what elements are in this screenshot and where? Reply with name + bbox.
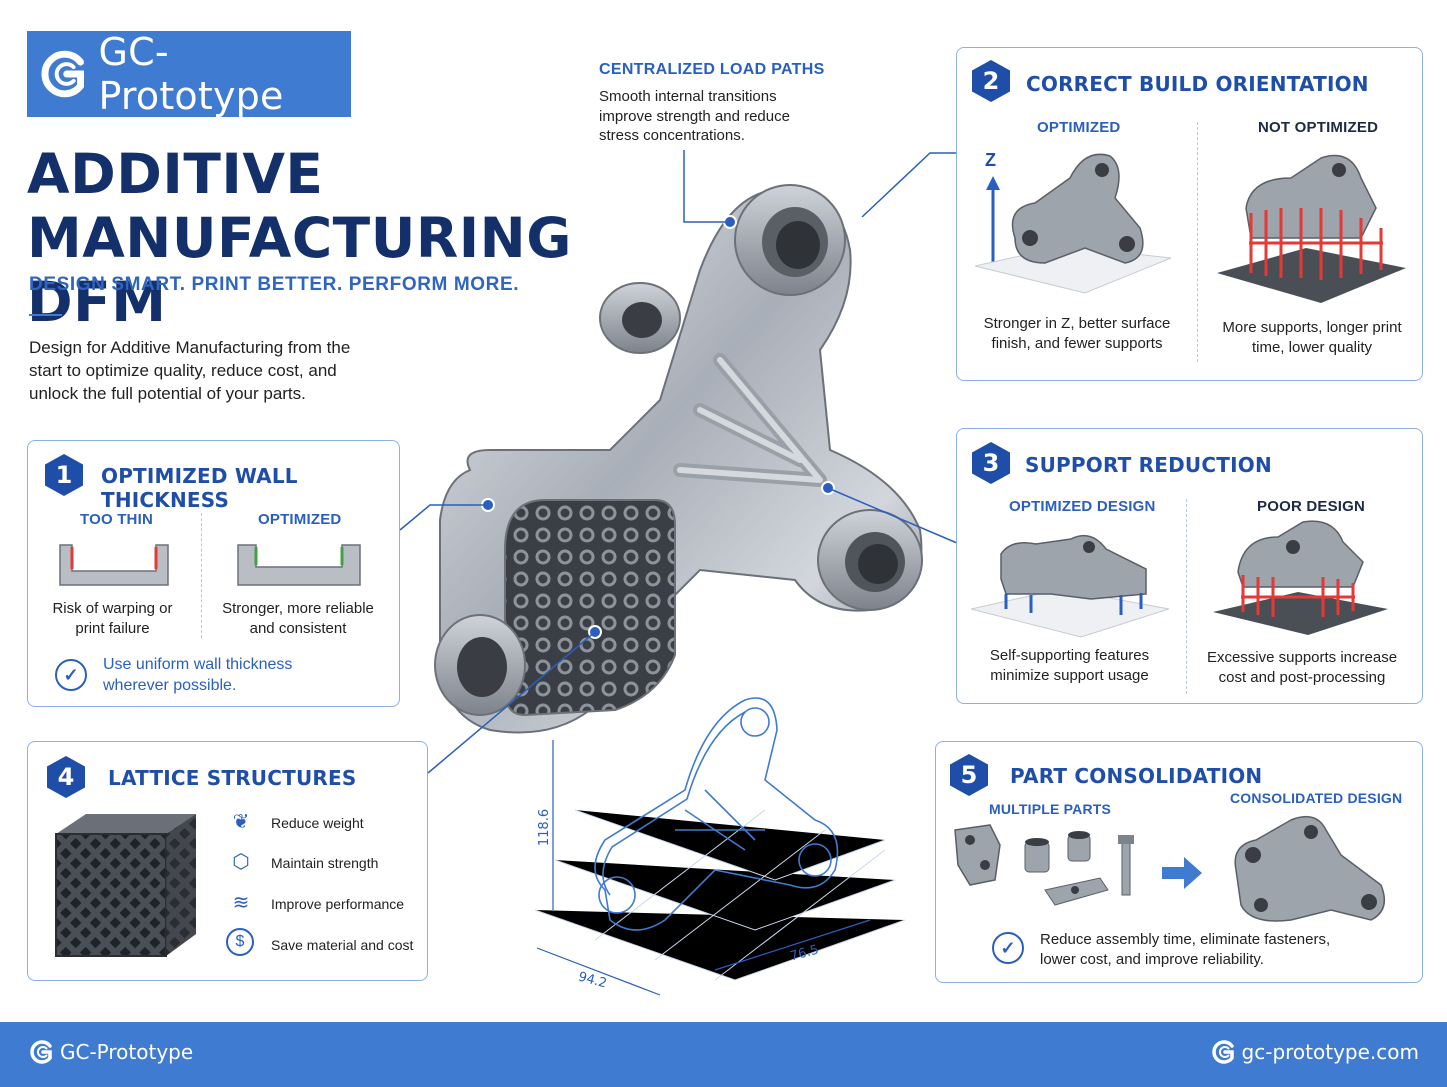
- footer-website[interactable]: gc-prototype.com: [1211, 1039, 1419, 1065]
- too-thin-caption: Risk of warping or print failure: [52, 600, 173, 637]
- callout-title: CENTRALIZED LOAD PATHS: [599, 61, 825, 78]
- feature-label: Improve performance: [271, 896, 405, 912]
- blueprint-wireframe: [534, 697, 906, 996]
- orientation-optimized-image: [975, 153, 1172, 294]
- optimized-design-caption: Self-supporting features minimize suppor…: [989, 647, 1150, 684]
- card-title: OPTIMIZED WALL THICKNESS: [101, 464, 298, 512]
- card-support-reduction: 3 SUPPORT REDUCTION OPTIMIZED DESIGN POO…: [956, 428, 1423, 704]
- tagline: DESIGN SMART. PRINT BETTER. PERFORM MORE…: [29, 274, 520, 295]
- check-icon: ✓: [55, 659, 87, 691]
- footer-brand-text: GC-Prototype: [60, 1040, 194, 1064]
- not-optimized-label: NOT OPTIMIZED: [1258, 119, 1379, 136]
- multiple-parts-image: [954, 824, 1134, 906]
- optimized-label: OPTIMIZED: [258, 511, 342, 528]
- card-build-orientation: 2 CORRECT BUILD ORIENTATION OPTIMIZED NO…: [956, 47, 1423, 381]
- card-wall-thickness: 1 OPTIMIZED WALL THICKNESS TOO THIN OPTI…: [27, 440, 400, 707]
- dimension-height: 118.6: [537, 808, 553, 847]
- arrow-right-icon: [1162, 857, 1202, 889]
- optimized-label: OPTIMIZED: [1037, 119, 1121, 136]
- title-line-2: MANUFACTURING DFM: [27, 206, 572, 334]
- callout-text: Smooth internal transitions improve stre…: [599, 88, 790, 144]
- thin-wall-icon: [59, 544, 169, 586]
- cube-icon: ⬡: [232, 850, 250, 873]
- step-number-badge: 4: [47, 756, 85, 798]
- poor-design-image: [1213, 520, 1388, 635]
- feature-label: Reduce weight: [271, 815, 364, 831]
- title-divider: [29, 314, 62, 316]
- card-title: LATTICE STRUCTURES: [108, 766, 357, 790]
- card2-divider: [1197, 122, 1198, 362]
- z-axis-arrow-icon: [986, 176, 1000, 266]
- title-line-1: ADDITIVE: [27, 142, 324, 206]
- consolidated-part-image: [1234, 815, 1386, 922]
- card-title: CORRECT BUILD ORIENTATION: [1026, 72, 1369, 96]
- consolidated-design-label: CONSOLIDATED DESIGN: [1230, 790, 1403, 806]
- optimized-caption: Stronger in Z, better surface finish, an…: [983, 315, 1171, 352]
- wall-thickness-tip: Use uniform wall thickness wherever poss…: [103, 656, 293, 694]
- card-title: PART CONSOLIDATION: [1010, 764, 1263, 788]
- logo-text: GC-Prototype: [98, 30, 284, 118]
- card-lattice-structures: 4 LATTICE STRUCTURES ❦ Reduce weight ⬡ M…: [27, 741, 428, 981]
- z-axis-label: Z: [985, 150, 996, 170]
- lattice-cube-image: [55, 814, 196, 957]
- card-part-consolidation: 5 PART CONSOLIDATION MULTIPLE PARTS CONS…: [935, 741, 1423, 983]
- brand-logo: GC-Prototype: [27, 30, 351, 118]
- footer-brand: GC-Prototype: [30, 1039, 193, 1065]
- feather-icon: ❦: [232, 810, 250, 833]
- step-number-badge: 1: [45, 454, 83, 496]
- orientation-not-optimized-image: [1217, 154, 1406, 303]
- not-optimized-caption: More supports, longer print time, lower …: [1222, 319, 1402, 356]
- poor-design-label: POOR DESIGN: [1257, 498, 1366, 515]
- consolidation-tip: Reduce assembly time, eliminate fastener…: [1040, 931, 1331, 968]
- poor-design-caption: Excessive supports increase cost and pos…: [1206, 649, 1398, 686]
- multiple-parts-label: MULTIPLE PARTS: [989, 801, 1112, 817]
- wind-icon: ≋: [232, 891, 250, 914]
- gc-logo-icon: [30, 1040, 52, 1064]
- optimized-design-label: OPTIMIZED DESIGN: [1009, 498, 1156, 515]
- card-title: SUPPORT REDUCTION: [1025, 453, 1272, 477]
- intro-text: Design for Additive Manufacturing from t…: [29, 338, 351, 403]
- dollar-icon: $: [226, 928, 254, 956]
- gc-logo-icon: [41, 50, 85, 98]
- bracket-illustration: [434, 184, 923, 734]
- footer-bar: [0, 1022, 1447, 1087]
- step-number-badge: 3: [972, 442, 1010, 484]
- step-number-badge: 2: [972, 60, 1010, 102]
- feature-label: Maintain strength: [271, 855, 379, 871]
- page-title: ADDITIVE MANUFACTURING DFM: [27, 142, 667, 334]
- feature-label: Save material and cost: [271, 937, 414, 953]
- card3-divider: [1186, 499, 1187, 694]
- optimized-wall-icon: [237, 544, 361, 586]
- self-supporting-image: [971, 534, 1170, 638]
- card1-divider: [201, 513, 202, 638]
- gc-logo-icon: [1211, 1040, 1234, 1064]
- optimized-caption: Stronger, more reliable and consistent: [222, 600, 374, 637]
- too-thin-label: TOO THIN: [80, 511, 153, 528]
- check-icon: ✓: [992, 932, 1024, 964]
- step-number-badge: 5: [950, 754, 988, 796]
- footer-website-link[interactable]: gc-prototype.com: [1241, 1040, 1419, 1064]
